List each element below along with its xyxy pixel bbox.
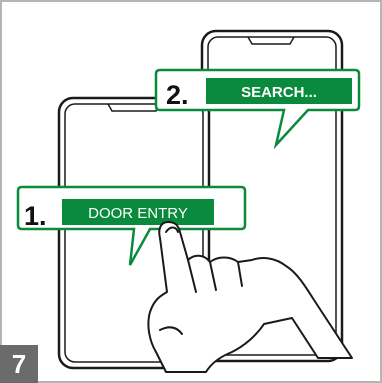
step-number-badge: 7 [0, 345, 38, 383]
callout-1-number: 1. [24, 201, 47, 231]
callout-2-number: 2. [166, 80, 189, 110]
callout-2-label: SEARCH... [241, 84, 317, 101]
callout-1-label: DOOR ENTRY [88, 205, 188, 222]
